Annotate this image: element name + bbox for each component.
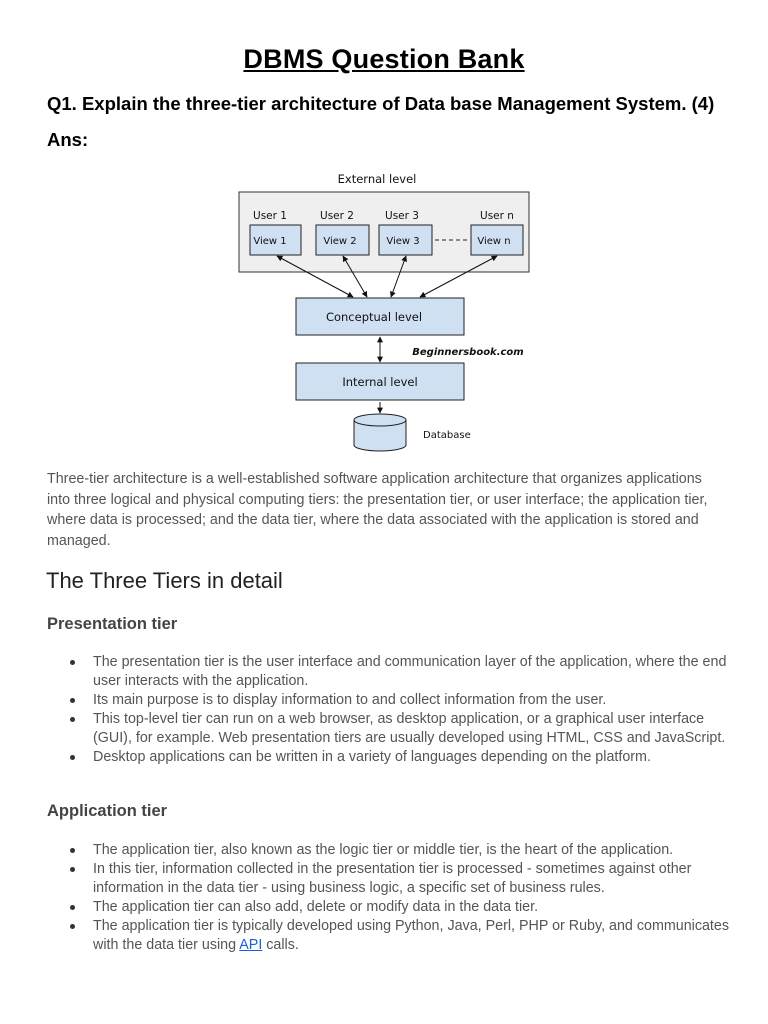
- list-item-text: The application tier is typically develo…: [93, 918, 730, 953]
- user-2-label: User 2: [320, 210, 354, 222]
- external-level-label: External level: [338, 172, 417, 186]
- internal-level-label: Internal level: [342, 375, 417, 389]
- presentation-tier-heading: Presentation tier: [47, 615, 178, 633]
- arrow-view-n: [419, 255, 498, 298]
- list-item: The application tier is typically develo…: [47, 917, 737, 955]
- section-title: The Three Tiers in detail: [46, 568, 283, 593]
- answer-label: Ans:: [47, 129, 89, 150]
- database-cylinder-icon: [353, 413, 407, 452]
- list-item: The presentation tier is the user interf…: [47, 653, 737, 691]
- watermark-label: Beginnersbook.com: [412, 347, 523, 358]
- document-title: DBMS Question Bank: [243, 44, 525, 74]
- list-item: The application tier can also add, delet…: [47, 898, 737, 917]
- arrow-view-1: [276, 255, 354, 298]
- arrow-view-3: [390, 255, 407, 298]
- conceptual-level-label: Conceptual level: [326, 310, 422, 324]
- view-3-box: [378, 224, 433, 256]
- intro-paragraph: Three-tier architecture is a well-establ…: [47, 471, 708, 549]
- view-1-box: [249, 224, 302, 256]
- list-item: In this tier, information collected in t…: [47, 860, 737, 898]
- view-2-label: View 2: [323, 236, 356, 247]
- view-1-label: View 1: [253, 236, 286, 247]
- list-item: Desktop applications can be written in a…: [47, 748, 737, 767]
- list-item: Its main purpose is to display informati…: [47, 691, 737, 710]
- list-item-text: calls.: [262, 937, 299, 953]
- view-n-box: [470, 224, 524, 256]
- list-item: The application tier, also known as the …: [47, 841, 737, 860]
- user-1-label: User 1: [253, 210, 287, 222]
- user-n-label: User n: [480, 210, 514, 222]
- conceptual-level-box: [295, 297, 465, 336]
- presentation-tier-list: The presentation tier is the user interf…: [47, 653, 737, 767]
- application-tier-list: The application tier, also known as the …: [47, 841, 737, 955]
- arrow-view-2: [342, 255, 368, 298]
- api-link[interactable]: API: [239, 937, 263, 953]
- database-label: Database: [423, 430, 471, 441]
- view-n-label: View n: [477, 236, 510, 247]
- user-3-label: User 3: [385, 210, 419, 222]
- internal-level-box: [295, 362, 465, 401]
- view-2-box: [315, 224, 370, 256]
- list-item: This top-level tier can run on a web bro…: [47, 710, 737, 748]
- question-title: Q1. Explain the three-tier architecture …: [47, 93, 715, 114]
- three-tier-architecture-diagram: External level User 1 User 2 User 3 User…: [238, 172, 530, 452]
- view-3-label: View 3: [386, 236, 419, 247]
- application-tier-heading: Application tier: [47, 802, 168, 820]
